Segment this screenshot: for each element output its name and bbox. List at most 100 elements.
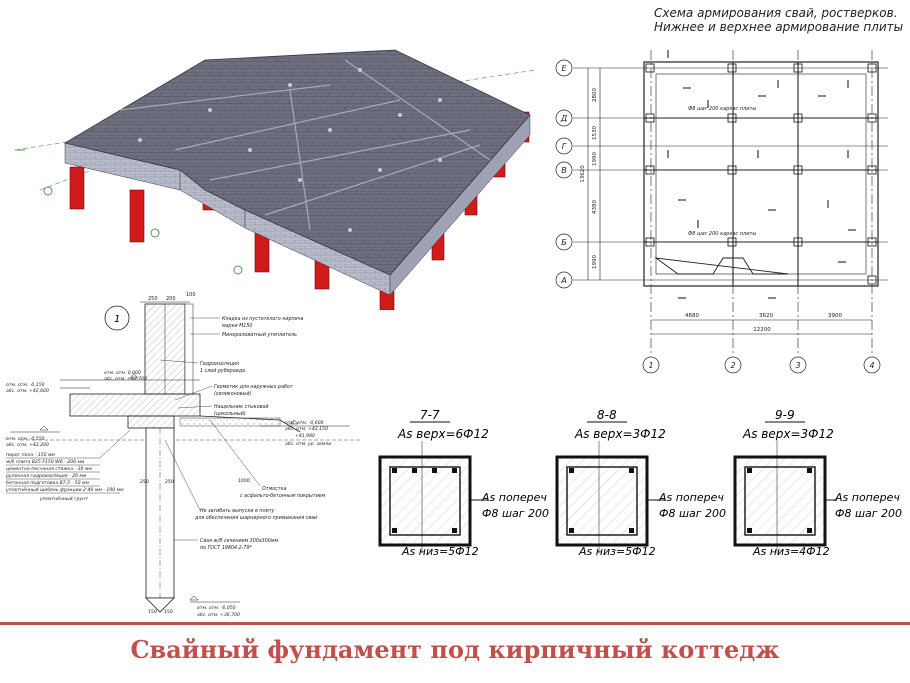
section-side-label: Ф8 шаг 200 bbox=[835, 507, 902, 520]
axis-marker-icon bbox=[233, 265, 243, 275]
col-total-dim: 12200 bbox=[753, 327, 771, 333]
plan-note-bottom: Ф8 шаг 200 каркас плиты bbox=[688, 231, 756, 237]
plan-svg: Е Д Г В Б А 1 2 3 4 2800 1530 1990 4380 … bbox=[555, 50, 888, 374]
section-9-9: 9-9 As верх=3Ф12 As попереч Ф8 шаг 200 A… bbox=[733, 408, 902, 558]
callout-label: Нащельник стыковой bbox=[214, 404, 269, 410]
col-axis-label: 1 bbox=[648, 361, 653, 370]
sections-group: 7-7 As верх=6Ф12 As попереч Ф8 шаг 200 A… bbox=[370, 405, 910, 620]
detail-svg: 1 250 200 100 отм. отм. 0,000 абс. отм. … bbox=[5, 292, 360, 618]
section-7-7: 7-7 As верх=6Ф12 As попереч Ф8 шаг 200 A… bbox=[378, 408, 549, 558]
row-dim: 2800 bbox=[592, 88, 598, 102]
layer-label: цементно-песчаная стяжка - 30 мм bbox=[6, 466, 92, 472]
dim-label: 250 bbox=[165, 479, 174, 485]
row-dim: 1990 bbox=[592, 255, 598, 269]
section-title: 8-8 bbox=[597, 408, 617, 422]
row-dim: 1530 bbox=[592, 126, 598, 140]
axis-marker-icon bbox=[43, 186, 53, 196]
section-title: 9-9 bbox=[775, 408, 795, 422]
callout-label: для обеспечения шарнирного примыкания св… bbox=[194, 515, 317, 521]
row-total-dim: 13620 bbox=[580, 165, 586, 183]
level-label: +41,980 bbox=[295, 433, 315, 439]
callout-label: Гидроизоляция bbox=[200, 361, 239, 367]
section-side-label: As попереч bbox=[481, 491, 547, 504]
section-side-label: Ф8 шаг 200 bbox=[659, 507, 726, 520]
caption-divider bbox=[0, 622, 910, 625]
callout-label: 1 слой рубероида bbox=[200, 368, 245, 374]
row-axis-label: Д bbox=[560, 114, 567, 123]
col-axis-label: 4 bbox=[869, 361, 874, 370]
dim-label: 150 bbox=[164, 609, 173, 615]
layer-label: рулонная гидроизоляция - 20 мм bbox=[5, 473, 87, 479]
callout-label: Отмостка bbox=[262, 486, 286, 492]
level-label: абс. отм. ур. земли bbox=[285, 441, 331, 447]
plan-title-line2: Нижнее и верхнее армирование плиты bbox=[654, 20, 904, 34]
section-top-rebar: As верх=3Ф12 bbox=[742, 427, 834, 441]
col-axis-label: 2 bbox=[730, 361, 735, 370]
level-label: отм. отм. -0,550 bbox=[6, 436, 45, 442]
row-axis-label: В bbox=[561, 166, 567, 175]
callout-label: Не загибать выпуски в плиту bbox=[200, 508, 274, 514]
section-top-rebar: As верх=6Ф12 bbox=[397, 427, 489, 441]
slide-caption: Свайный фундамент под кирпичный коттедж bbox=[130, 635, 780, 664]
detail-marker bbox=[104, 305, 130, 331]
row-axis-label: Г bbox=[562, 142, 567, 151]
level-label: абс. отм. +42,150 bbox=[285, 426, 328, 432]
plan-note-top: Ф8 шаг 200 каркас плиты bbox=[688, 106, 756, 112]
layer-label: уплотнённый щебень фракции 2-40 мм - 100… bbox=[5, 487, 124, 493]
detail-marker-label: 1 bbox=[114, 314, 120, 325]
row-axis-label: Б bbox=[561, 238, 567, 247]
level-label: абс. отм. +42,200 bbox=[6, 442, 49, 448]
layer-label: уплотнённый грунт bbox=[39, 496, 88, 502]
callout-label: Свая ж/б сечением 300х300мм bbox=[200, 538, 278, 544]
dim-label: 100 bbox=[186, 292, 196, 298]
callout-label: марки М150 bbox=[222, 323, 252, 329]
callout-label: по ГОСТ 19804.2-79* bbox=[200, 545, 253, 551]
callout-label: (цокольный) bbox=[214, 411, 246, 417]
section-side-label: Ф8 шаг 200 bbox=[482, 507, 549, 520]
row-dim: 4380 bbox=[592, 200, 598, 214]
row-dim: 1990 bbox=[592, 152, 598, 166]
dim-label: 250 bbox=[140, 479, 149, 485]
dim-label: 250 bbox=[148, 296, 158, 302]
col-dim: 3620 bbox=[759, 313, 773, 319]
callout-label: Минераловатный утеплитель bbox=[222, 332, 297, 338]
col-dim: 3900 bbox=[828, 313, 842, 319]
foundation-detail: 1 250 200 100 отм. отм. 0,000 абс. отм. … bbox=[0, 290, 370, 620]
level-label: отм. отм. -6,050 bbox=[197, 605, 236, 611]
callout-label: Герметик для наружных работ bbox=[214, 384, 293, 390]
dim-label: 150 bbox=[148, 609, 157, 615]
callout-label: (силиконовый) bbox=[214, 391, 251, 397]
level-label: абс. отм. +36,700 bbox=[197, 612, 240, 618]
level-label: абс. отм. +42,700 bbox=[104, 376, 147, 382]
layer-label: ж/б плита В25 F150 W6 - 200 мм bbox=[5, 459, 85, 465]
level-label: отм. отм. 0,000 bbox=[104, 370, 141, 376]
layer-label: пирог пола - 150 мм bbox=[6, 452, 55, 458]
foundation-3d-model bbox=[0, 30, 545, 311]
axis-marker-icon bbox=[150, 228, 160, 238]
section-8-8: 8-8 As верх=3Ф12 As попереч Ф8 шаг 200 A… bbox=[555, 408, 726, 558]
col-dim: 4680 bbox=[685, 313, 699, 319]
callout-label: Кладка из пустотелого кирпича bbox=[222, 316, 303, 322]
row-axis-label: А bbox=[560, 276, 566, 285]
col-axis-label: 3 bbox=[795, 361, 800, 370]
section-side-label: As попереч bbox=[834, 491, 900, 504]
layer-label: бетонная подготовка В7,5 - 50 мм bbox=[6, 480, 89, 486]
level-label: отм. отм. -0,150 bbox=[6, 382, 45, 388]
plan-title-line1: Схема армирования свай, ростверков. bbox=[654, 6, 898, 20]
slab-top bbox=[63, 49, 531, 276]
section-side-label: As попереч bbox=[658, 491, 724, 504]
section-bottom-rebar: As низ=5Ф12 bbox=[401, 545, 479, 558]
row-axis-label: Е bbox=[561, 64, 567, 73]
foundation-3d-svg bbox=[14, 49, 536, 311]
section-bottom-rebar: As низ=5Ф12 bbox=[578, 545, 656, 558]
sections-svg: 7-7 As верх=6Ф12 As попереч Ф8 шаг 200 A… bbox=[378, 408, 902, 558]
level-label: абс. отм. +42,600 bbox=[6, 388, 49, 394]
callout-label: с асфальто-бетонным покрытием bbox=[240, 493, 326, 499]
level-label: отм. отм. -0,600 bbox=[285, 420, 324, 426]
section-top-rebar: As верх=3Ф12 bbox=[574, 427, 666, 441]
dim-label: 200 bbox=[166, 296, 176, 302]
reinforcement-plan: Схема армирования свай, ростверков. Нижн… bbox=[548, 0, 910, 380]
dim-label: 1000 bbox=[238, 478, 250, 484]
section-bottom-rebar: As низ=4Ф12 bbox=[752, 545, 830, 558]
section-title: 7-7 bbox=[420, 408, 440, 422]
